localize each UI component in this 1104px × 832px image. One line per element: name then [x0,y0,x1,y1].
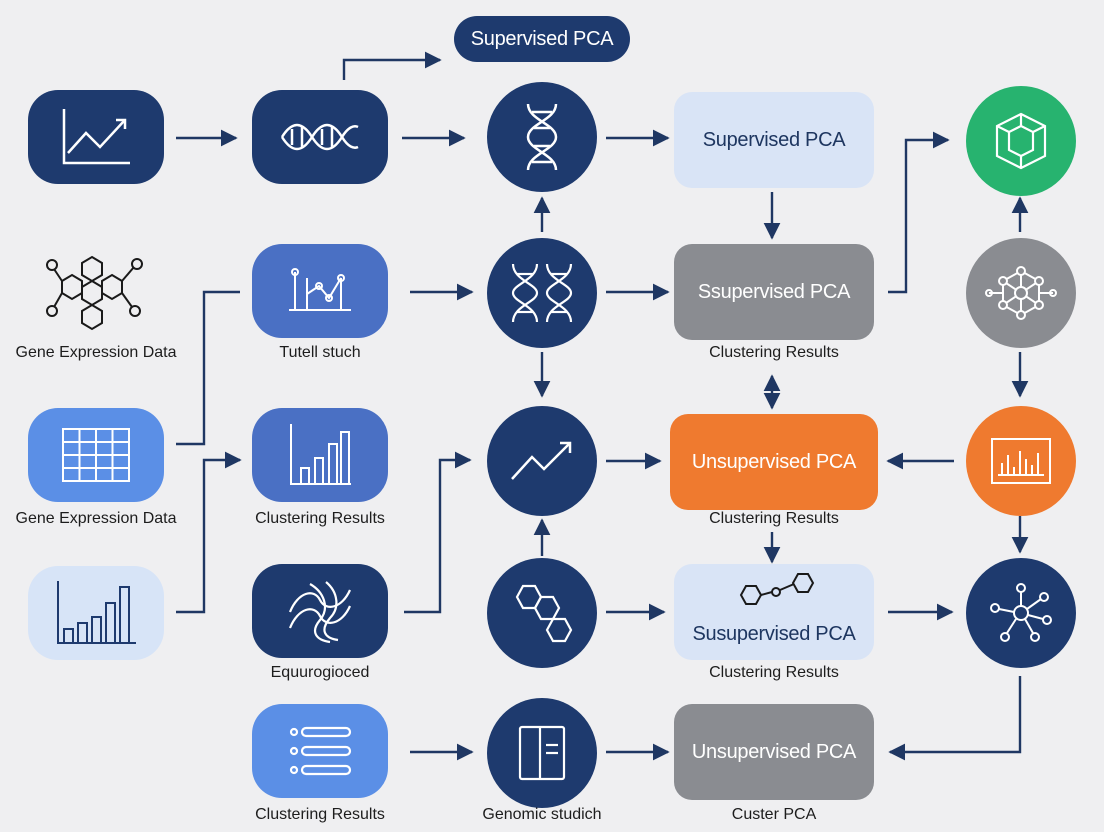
arrow-top-loop [342,51,442,80]
list-icon [289,726,352,776]
bar-chart-node-1 [28,566,164,660]
dna-helix-node [252,90,388,184]
pill-supervised-pca-text: Supervised PCA [702,128,846,151]
molecule-network-node [44,248,148,331]
label-clustering-results-col2: Clustering Results [255,510,385,527]
pill-unsupervised-pca-text: Unsupervised PCA [691,450,857,473]
bar-chart-icon [57,581,136,644]
label-gene-expression-2: Gene Expression Data [15,510,177,527]
arrow-bar-up [176,451,242,614]
pill-supervised-pca: Supervised PCA [674,92,874,188]
pill-unsupervised-pca-bottom-text: Unsupervised PCA [691,740,857,763]
title-pill: Supervised PCA [454,16,630,62]
label-clustering-results-bottom: Clustering Results [255,806,385,823]
hexagon-molecule-icon [515,584,573,643]
hexagon-molecule-node [487,558,597,668]
network-graph-icon [985,266,1057,320]
label-equurogioced: Equurogioced [270,664,370,681]
twin-dna-node [487,238,597,348]
arrow-p2-up-right [888,131,950,294]
dna-double-helix-icon [526,103,558,171]
title-text: Supervised PCA [470,27,614,50]
cube-node [966,86,1076,196]
label-clustering-results-pill4: Clustering Results [709,664,839,681]
label-custer-pca: Custer PCA [731,806,817,823]
trend-arrow-icon [511,441,572,480]
dna-helix-icon [280,123,359,151]
network-graph-node [966,238,1076,348]
pill-susupervised-pca: Susupervised PCA [674,564,874,660]
line-chart-icon [62,109,130,165]
arrow-c2r4-c3r3 [404,451,472,614]
branch-chart-node [252,244,388,338]
bar-chart-panel-icon [991,438,1051,484]
dna-double-helix-node [487,82,597,192]
line-chart-node [28,90,164,184]
cube-icon [995,112,1047,170]
grid-table-icon [62,428,130,482]
trend-arrow-node [487,406,597,516]
twin-dna-icon [511,263,573,323]
hub-network-icon [990,583,1052,642]
pill-unsupervised-pca-bottom: Unsupervised PCA [674,704,874,800]
document-panel-node [487,698,597,808]
branch-chart-icon [289,268,351,311]
pill-unsupervised-pca: Unsupervised PCA [670,414,878,510]
arrow-c5-bottom [888,676,1022,761]
label-gene-expression-1: Gene Expression Data [15,344,177,361]
pill-ssupervised-pca: Ssupervised PCA [674,244,874,340]
list-node [252,704,388,798]
molecule-chain-icon [739,573,815,605]
molecule-network-icon [46,255,143,331]
document-panel-icon [518,725,566,781]
bar-chart-icon [290,424,351,485]
grid-table-node [28,408,164,502]
pill-susupervised-pca-text: Susupervised PCA [692,623,856,645]
interlaced-shape-node [252,564,388,658]
interlaced-shape-icon [288,581,352,644]
label-tutell-stuch: Tutell stuch [279,344,361,361]
label-clustering-results-pill3: Clustering Results [709,510,839,527]
pill-ssupervised-pca-text: Ssupervised PCA [697,280,851,303]
label-genomic-studich: Genomic studich [482,806,602,823]
bar-chart-panel-node [966,406,1076,516]
arrow-gene2-up [176,290,240,446]
bar-chart-node-2 [252,408,388,502]
label-clustering-results-pill2: Clustering Results [709,344,839,361]
hub-network-node [966,558,1076,668]
